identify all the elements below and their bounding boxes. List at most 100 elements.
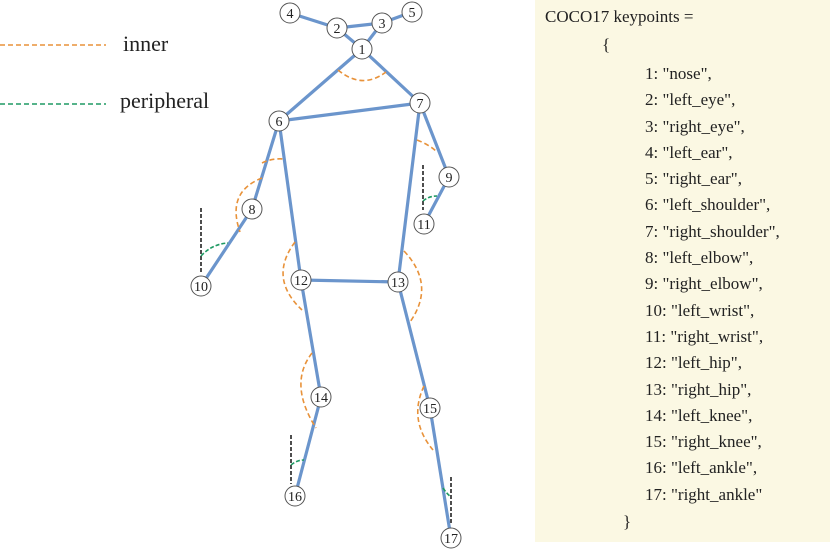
keypoint-label: 5	[409, 6, 416, 21]
keypoint-17: 17	[440, 527, 462, 549]
keypoint-2: 2	[326, 17, 348, 39]
bone-12-14	[299, 278, 323, 399]
keypoint-label: 4	[287, 7, 294, 22]
keypoint-label: 14	[314, 391, 328, 406]
peripheral-arc-right-ankle	[442, 487, 452, 498]
keypoint-entry: 6: "left_shoulder",	[645, 195, 771, 215]
code-close-brace: }	[623, 512, 632, 531]
inner-arc-left-knee	[300, 352, 317, 429]
keypoint-14: 14	[310, 386, 332, 408]
inner-arc-right-shoulder	[416, 139, 438, 153]
keypoint-circle	[409, 92, 431, 114]
keypoint-entry: 16: "left_ankle",	[645, 458, 758, 478]
bone-12-13	[299, 278, 400, 284]
keypoint-3: 3	[371, 12, 393, 34]
legend-peripheral-label: peripheral	[120, 88, 209, 113]
peripheral-arc-left-wrist	[200, 242, 229, 257]
peripheral-arc-right-wrist	[422, 195, 438, 202]
keypoint-circle	[268, 110, 290, 132]
keypoint-entry: 15: "right_knee",	[645, 432, 762, 452]
inner-arc-nose	[337, 69, 387, 82]
keypoint-circle	[440, 527, 462, 549]
keypoint-list: 1: "nose", 2: "left_eye", 3: "right_eye", 4…	[645, 61, 780, 508]
keypoint-label: 15	[423, 402, 437, 417]
bone-1-7	[360, 47, 422, 105]
legend: inner peripheral	[0, 31, 209, 113]
keypoint-5: 5	[401, 1, 423, 23]
keypoint-entry: 4: "left_ear",	[645, 142, 733, 162]
keypoint-entry: 9: "right_elbow",	[645, 274, 763, 294]
keypoint-circle	[284, 485, 306, 507]
keypoint-entry: 12: "left_hip",	[645, 353, 742, 373]
bone-7-13	[396, 101, 422, 284]
keypoint-entry: 1: "nose",	[645, 64, 712, 83]
keypoint-circle	[387, 271, 409, 293]
legend-inner-label: inner	[123, 31, 169, 56]
bone-15-17	[428, 406, 453, 540]
keypoint-6: 6	[268, 110, 290, 132]
keypoint-label: 9	[446, 171, 453, 186]
peripheral-angle-arcs	[200, 195, 452, 498]
bones	[199, 10, 453, 540]
keypoint-circle	[401, 1, 423, 23]
bone-14-16	[293, 395, 323, 498]
keypoint-circle	[241, 198, 263, 220]
bone-6-8	[250, 119, 281, 211]
keypoint-4: 4	[279, 2, 301, 24]
keypoint-circle	[310, 386, 332, 408]
keypoint-entry: 8: "left_elbow",	[645, 248, 754, 268]
keypoint-circle	[351, 38, 373, 60]
keypoint-label: 8	[249, 203, 256, 218]
keypoint-entry: 10: "left_wrist",	[645, 300, 755, 320]
keypoint-12: 12	[290, 269, 312, 291]
keypoint-entry: 5: "right_ear",	[645, 169, 742, 189]
keypoint-entry: 11: "right_wrist",	[645, 326, 764, 346]
keypoint-8: 8	[241, 198, 263, 220]
keypoint-circle	[290, 269, 312, 291]
keypoint-label: 7	[417, 97, 424, 112]
bone-8-10	[199, 207, 254, 288]
keypoint-circle	[326, 17, 348, 39]
keypoint-label: 3	[379, 17, 386, 32]
keypoint-code-panel: COCO17 keypoints = { 1: "nose", 2: "left_…	[535, 0, 830, 542]
bone-6-7	[277, 101, 422, 123]
keypoint-11: 11	[413, 213, 435, 235]
keypoint-label: 2	[334, 22, 341, 37]
keypoint-circle	[438, 166, 460, 188]
keypoint-label: 1	[359, 43, 366, 58]
keypoint-1: 1	[351, 38, 373, 60]
keypoint-entry: 13: "right_hip",	[645, 379, 752, 399]
code-title: COCO17 keypoints =	[545, 7, 694, 26]
inner-angle-arcs	[235, 69, 438, 451]
keypoint-7: 7	[409, 92, 431, 114]
peripheral-arc-left-ankle	[290, 459, 305, 466]
keypoint-15: 15	[419, 397, 441, 419]
keypoint-circle	[371, 12, 393, 34]
keypoint-entry: 14: "left_knee",	[645, 405, 753, 425]
keypoint-entry: 17: "right_ankle"	[645, 484, 763, 504]
inner-arc-right-knee	[417, 385, 434, 451]
inner-arc-left-elbow	[235, 177, 263, 233]
keypoint-entry: 3: "right_eye",	[645, 116, 745, 136]
bone-13-15	[396, 280, 432, 410]
inner-arc-left-hip	[282, 241, 303, 311]
keypoint-label: 10	[194, 280, 208, 295]
keypoint-entry: 7: "right_shoulder",	[645, 221, 780, 241]
keypoint-label: 17	[444, 532, 458, 547]
keypoint-circle	[279, 2, 301, 24]
keypoint-label: 6	[276, 115, 283, 130]
keypoint-circle	[413, 213, 435, 235]
keypoint-label: 12	[294, 274, 308, 289]
bone-6-12	[277, 119, 303, 282]
keypoint-label: 11	[417, 218, 430, 233]
keypoint-entry: 2: "left_eye",	[645, 90, 736, 110]
bone-7-9	[418, 101, 451, 179]
keypoint-label: 13	[391, 276, 405, 291]
code-open-brace: {	[602, 35, 611, 54]
reference-lines	[200, 165, 452, 525]
inner-arc-left-shoulder	[261, 158, 285, 164]
keypoint-10: 10	[190, 275, 212, 297]
keypoint-13: 13	[387, 271, 409, 293]
